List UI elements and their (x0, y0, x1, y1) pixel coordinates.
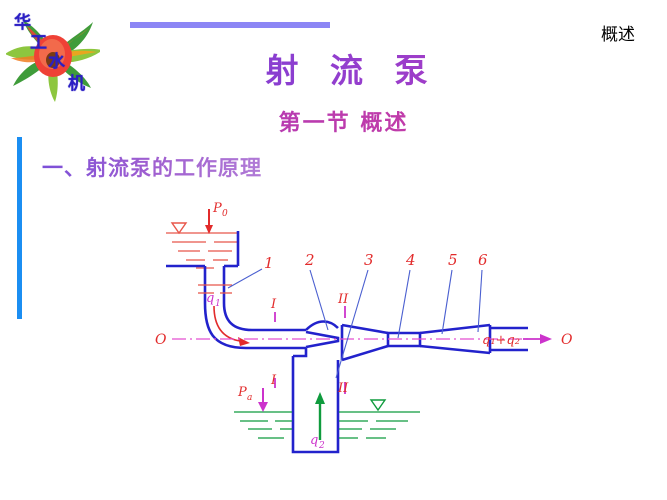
q1-sublabel: 1 (215, 299, 221, 309)
outflow-arrow-icon (523, 334, 552, 344)
driving-fluid-pipe (166, 231, 306, 350)
logo-char-4: 机 (68, 76, 85, 93)
upper-water-hatch (166, 232, 238, 269)
upper-level-marker-icon (170, 222, 188, 235)
logo-char-2: 工 (30, 33, 47, 53)
q2-label: q (310, 433, 318, 448)
pa-arrow-icon (258, 388, 268, 412)
section-heading: 一、射流泵的工作原理 (42, 152, 262, 182)
pa-label: P (237, 385, 247, 400)
part-number-3: 3 (364, 251, 374, 269)
q2-sublabel: 2 (318, 441, 325, 451)
p0-label: P (212, 201, 222, 216)
q1-label: q (206, 291, 214, 306)
part-number-4: 4 (405, 251, 416, 269)
q1-arrow-icon (213, 305, 250, 346)
section-II-top-label: II (337, 292, 349, 307)
huagong-shuiji-impeller-logo: 华 工 水 机 (6, 6, 100, 106)
part-number-5: 5 (448, 251, 458, 269)
impeller-icon (6, 20, 100, 102)
pa-sublabel: a (247, 393, 252, 403)
page-subtitle: 第一节 概述 (0, 105, 667, 137)
axis-label-left: O (155, 332, 167, 348)
lower-water-hatch (234, 411, 420, 439)
section-I-top-label: I (270, 297, 277, 312)
part-number-6: 6 (478, 251, 488, 269)
part-number-1: 1 (264, 254, 274, 272)
title-accent-bar (130, 22, 330, 28)
p0-sublabel: 0 (222, 209, 228, 219)
logo-char-1: 华 (14, 13, 31, 33)
section-I-bottom-label: I (270, 373, 277, 388)
p0-arrow-icon (205, 209, 213, 234)
nozzle-seal-hatch (198, 284, 232, 294)
header-right-label: 概述 (601, 25, 635, 45)
page-title: 射 流 泵 (0, 44, 667, 92)
lower-level-marker-icon (369, 399, 387, 412)
part-leader-lines (227, 268, 483, 379)
section-accent-bar (17, 137, 22, 319)
part-number-2: 2 (304, 251, 315, 269)
q2-arrow-icon (315, 392, 325, 440)
logo-char-3: 水 (48, 54, 65, 71)
outflow-label: q₁+q₂ (482, 333, 520, 348)
section-tick-marks (274, 306, 346, 394)
section-II-bottom-label: II (337, 381, 349, 396)
jet-pump-body (291, 320, 528, 454)
axis-label-right: O (561, 332, 573, 348)
